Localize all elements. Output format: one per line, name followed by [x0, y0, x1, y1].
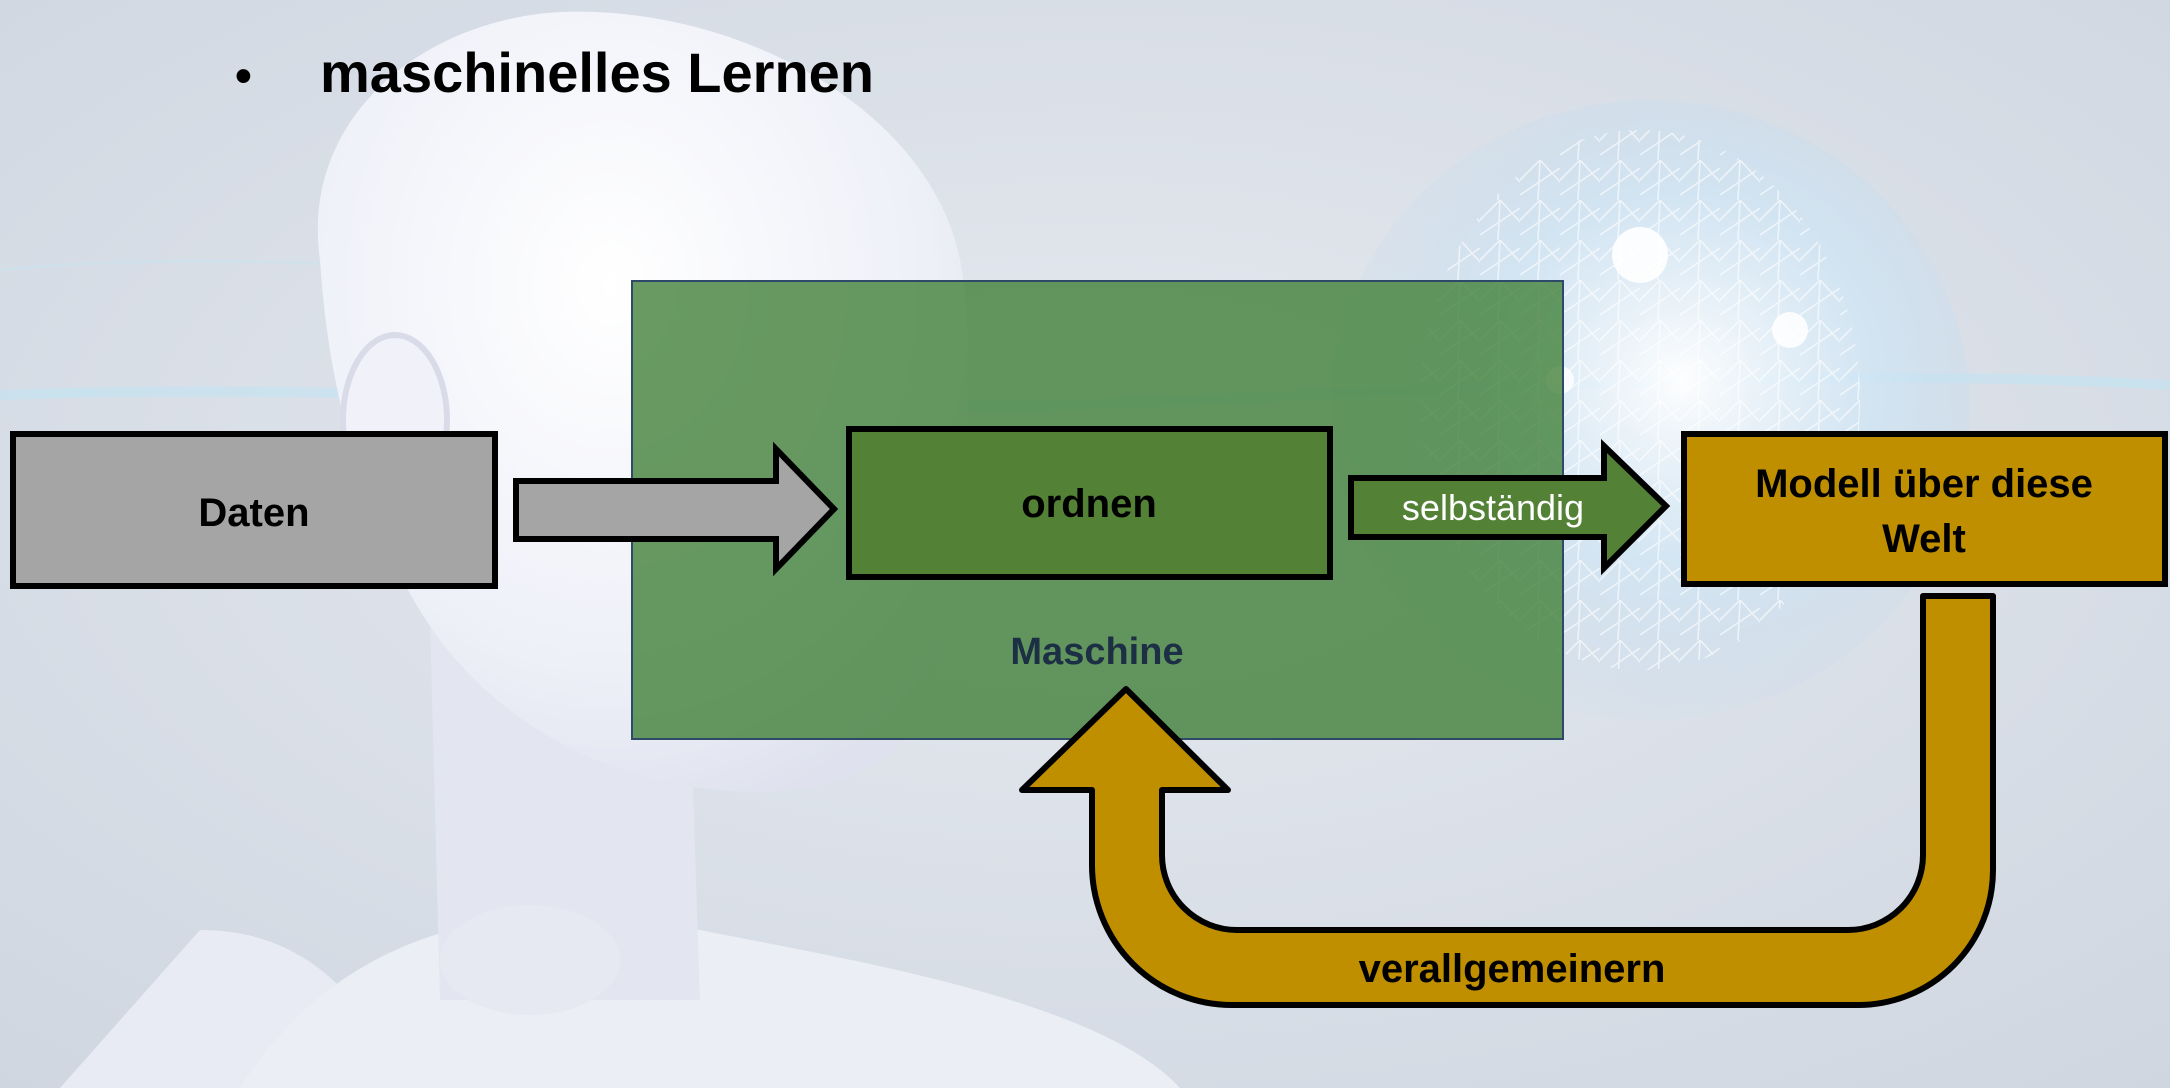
output-box-modell [1681, 431, 2168, 587]
process-box-label: ordnen [1021, 482, 1157, 526]
output-box-label-line2: Welt [1882, 517, 1966, 561]
arrow-selbstaendig [1348, 438, 1671, 576]
title-bullet: • [235, 50, 252, 103]
feedback-arrow-verallgemeinern [1019, 593, 1996, 1008]
process-box-ordnen [846, 426, 1333, 580]
arrow-daten-to-ordnen [513, 441, 839, 577]
arrow-selbstaendig-label: selbständig [1402, 487, 1584, 528]
input-box-daten [10, 431, 498, 589]
feedback-arrow-label: verallgemeinern [1359, 947, 1666, 991]
output-box-label-line1: Modell über diese [1755, 462, 2093, 506]
input-box-label: Daten [198, 491, 309, 535]
slide-title: maschinelles Lernen [320, 41, 874, 104]
machine-label: Maschine [1010, 631, 1183, 673]
